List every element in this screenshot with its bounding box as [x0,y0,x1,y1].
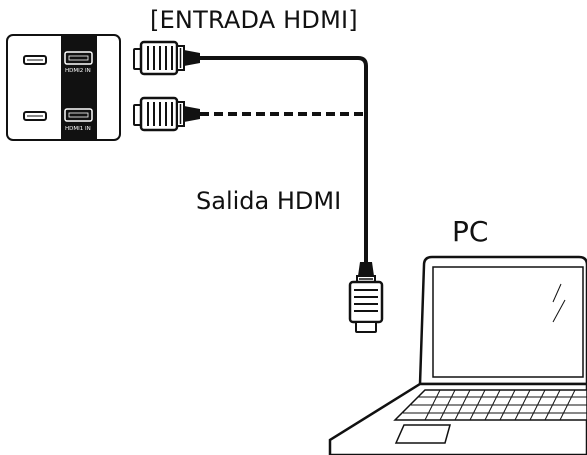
pc-label: PC [452,215,489,248]
hdmi-output-label: Salida HDMI [196,187,342,215]
hdmi-port-icon [23,55,47,65]
hdmi-input-panel-icon: HDMI2 IN HDMI1 IN [6,34,121,141]
hdmi1-in-label: HDMI1 IN [65,126,91,132]
hdmi2-in-label: HDMI2 IN [65,68,91,74]
hdmi-plug-top-icon [133,40,200,76]
hdmi2-in-port-icon [64,51,93,65]
hdmi-plug-pc-icon [348,262,384,333]
hdmi-input-title: [ENTRADA HDMI] [150,6,358,34]
hdmi-cable [200,56,368,264]
hdmi-port-icon [23,111,47,121]
hdmi-plug-bottom-icon [133,96,200,132]
hdmi1-in-port-icon [64,108,93,122]
laptop-icon [328,255,587,455]
